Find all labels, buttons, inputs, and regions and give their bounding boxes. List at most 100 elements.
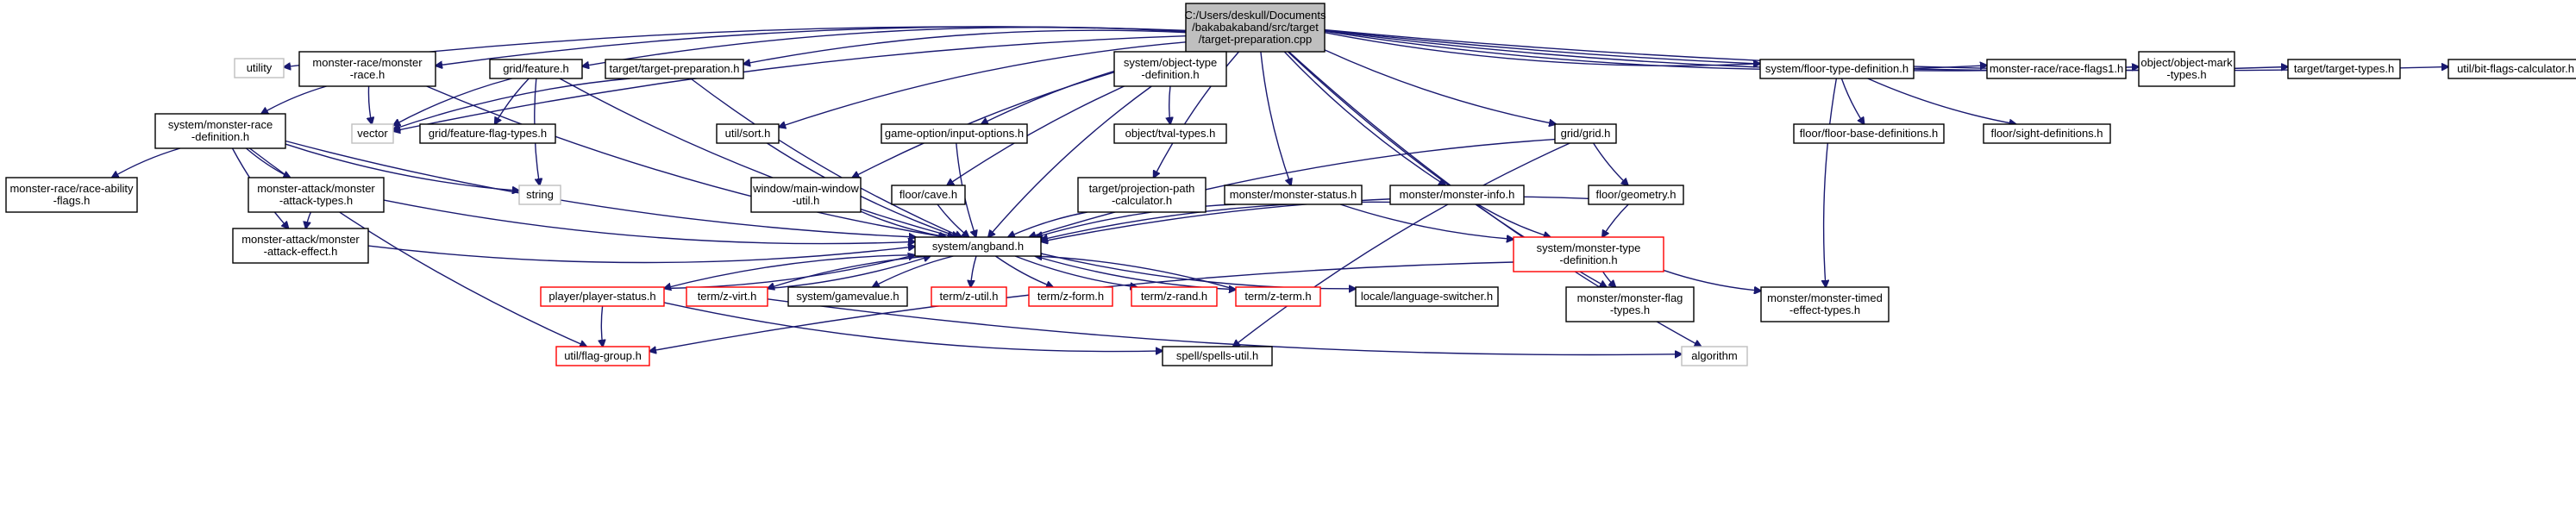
node-box[interactable] bbox=[298, 51, 436, 87]
node-z-form-h[interactable]: term/z-form.h bbox=[1028, 286, 1113, 307]
node-label: -util.h bbox=[793, 194, 820, 207]
node-race-ability-flags-h[interactable]: monster-race/race-ability-flags.h bbox=[5, 177, 138, 213]
node-monster-type-def-h[interactable]: system/monster-type-definition.h bbox=[1513, 236, 1664, 272]
node-label: monster/monster-timed bbox=[1767, 291, 1883, 304]
node-box[interactable] bbox=[914, 236, 1042, 257]
node-tval-types-h[interactable]: object/tval-types.h bbox=[1113, 123, 1227, 144]
node-box[interactable] bbox=[248, 177, 385, 213]
node-label: system/gamevalue.h bbox=[796, 290, 899, 303]
node-box[interactable] bbox=[2287, 59, 2401, 79]
node-z-term-h[interactable]: term/z-term.h bbox=[1235, 286, 1321, 307]
node-object-mark-types-h[interactable]: object/object-mark-types.h bbox=[2138, 51, 2235, 87]
node-box[interactable] bbox=[5, 177, 138, 213]
node-target-types-h[interactable]: target/target-types.h bbox=[2287, 59, 2401, 79]
node-box[interactable] bbox=[555, 346, 650, 366]
node-box[interactable] bbox=[750, 177, 862, 213]
node-bit-flags-calc-h[interactable]: util/bit-flags-calculator.h bbox=[2448, 59, 2576, 79]
edge-monster-type-def-h-to-monster-timed-effect-types-h bbox=[1663, 269, 1761, 291]
node-floor-base-defs-h[interactable]: floor/floor-base-definitions.h bbox=[1793, 123, 1945, 144]
edge-system-angband-h-to-z-rand-h bbox=[1014, 255, 1137, 287]
node-util-sort-h[interactable]: util/sort.h bbox=[716, 123, 780, 144]
node-box[interactable] bbox=[2138, 51, 2235, 87]
node-label: monster/monster-flag bbox=[1577, 291, 1683, 304]
node-language-switcher-h[interactable]: locale/language-switcher.h bbox=[1355, 286, 1499, 307]
node-input-options-h[interactable]: game-option/input-options.h bbox=[881, 123, 1028, 144]
node-box[interactable] bbox=[1389, 185, 1525, 205]
node-monster-flag-types-h[interactable]: monster/monster-flag-types.h bbox=[1565, 286, 1695, 322]
node-box[interactable] bbox=[686, 286, 768, 307]
node-z-rand-h[interactable]: term/z-rand.h bbox=[1131, 286, 1218, 307]
node-box[interactable] bbox=[716, 123, 780, 144]
node-system-object-type-def-h[interactable]: system/object-type-definition.h bbox=[1113, 51, 1227, 87]
node-box[interactable] bbox=[931, 286, 1007, 307]
node-label: vector bbox=[357, 127, 388, 140]
node-system-monster-race-def-h[interactable]: system/monster-race-definition.h bbox=[154, 113, 286, 149]
node-box[interactable] bbox=[1113, 123, 1227, 144]
node-projection-path-calc-h[interactable]: target/projection-path-calculator.h bbox=[1077, 177, 1207, 213]
node-box[interactable] bbox=[881, 123, 1028, 144]
node-monster-attack-types-h[interactable]: monster-attack/monster-attack-types.h bbox=[248, 177, 385, 213]
node-grid-grid-h[interactable]: grid/grid.h bbox=[1554, 123, 1617, 144]
edge-root-to-projection-path-calc-h bbox=[1154, 51, 1240, 178]
edge-system-object-type-def-h-to-tval-types-h bbox=[1169, 85, 1170, 124]
node-monster-status-h[interactable]: monster/monster-status.h bbox=[1224, 185, 1363, 205]
node-box[interactable] bbox=[891, 185, 966, 205]
node-grid-feature-h[interactable]: grid/feature.h bbox=[489, 59, 583, 79]
node-race-flags1-h[interactable]: monster-race/race-flags1.h bbox=[1986, 59, 2127, 79]
node-box[interactable] bbox=[2448, 59, 2576, 79]
node-monster-timed-effect-types-h[interactable]: monster/monster-timed-effect-types.h bbox=[1760, 286, 1890, 322]
node-box[interactable] bbox=[1028, 286, 1113, 307]
node-box[interactable] bbox=[1588, 185, 1684, 205]
node-label: system/monster-race bbox=[168, 118, 273, 131]
node-gamevalue-h[interactable]: system/gamevalue.h bbox=[787, 286, 908, 307]
node-box[interactable] bbox=[1113, 51, 1227, 87]
node-box[interactable] bbox=[540, 286, 665, 307]
node-target-preparation-h[interactable]: target/target-preparation.h bbox=[605, 59, 744, 79]
node-z-util-h[interactable]: term/z-util.h bbox=[931, 286, 1007, 307]
node-feature-flag-types-h[interactable]: grid/feature-flag-types.h bbox=[419, 123, 556, 144]
edge-monster-race-h-to-system-angband-h bbox=[426, 85, 945, 237]
node-box[interactable] bbox=[1355, 286, 1499, 307]
node-box[interactable] bbox=[232, 228, 369, 264]
edge-system-floor-type-def-h-to-sight-defs-h bbox=[1867, 78, 2016, 124]
node-label: term/z-rand.h bbox=[1141, 290, 1207, 303]
node-box[interactable] bbox=[787, 286, 908, 307]
node-floor-geometry-h[interactable]: floor/geometry.h bbox=[1588, 185, 1684, 205]
node-label: system/angband.h bbox=[932, 240, 1024, 253]
node-box[interactable] bbox=[1224, 185, 1363, 205]
node-box[interactable] bbox=[1793, 123, 1945, 144]
node-box[interactable] bbox=[419, 123, 556, 144]
node-main-window-util-h[interactable]: window/main-window-util.h bbox=[750, 177, 862, 213]
node-box[interactable] bbox=[1131, 286, 1218, 307]
node-box[interactable] bbox=[154, 113, 286, 149]
node-system-floor-type-def-h[interactable]: system/floor-type-definition.h bbox=[1759, 59, 1915, 79]
node-label: util/sort.h bbox=[725, 127, 771, 140]
node-sight-defs-h[interactable]: floor/sight-definitions.h bbox=[1983, 123, 2111, 144]
node-label: game-option/input-options.h bbox=[885, 127, 1024, 140]
node-monster-race-h[interactable]: monster-race/monster-race.h bbox=[298, 51, 436, 87]
node-spells-util-h[interactable]: spell/spells-util.h bbox=[1162, 346, 1273, 366]
node-monster-info-h[interactable]: monster/monster-info.h bbox=[1389, 185, 1525, 205]
node-system-angband-h[interactable]: system/angband.h bbox=[914, 236, 1042, 257]
node-box[interactable] bbox=[1759, 59, 1915, 79]
node-flag-group-h[interactable]: util/flag-group.h bbox=[555, 346, 650, 366]
node-box[interactable] bbox=[1565, 286, 1695, 322]
edge-system-floor-type-def-h-to-floor-base-defs-h bbox=[1840, 78, 1864, 124]
node-box[interactable] bbox=[1554, 123, 1617, 144]
node-box[interactable] bbox=[1513, 236, 1664, 272]
node-box[interactable] bbox=[1983, 123, 2111, 144]
node-box[interactable] bbox=[1235, 286, 1321, 307]
node-player-status-h[interactable]: player/player-status.h bbox=[540, 286, 665, 307]
node-box[interactable] bbox=[1760, 286, 1890, 322]
node-floor-cave-h[interactable]: floor/cave.h bbox=[891, 185, 966, 205]
node-z-virt-h[interactable]: term/z-virt.h bbox=[686, 286, 768, 307]
edge-root-to-system-floor-type-def-h bbox=[1324, 32, 1760, 66]
node-box[interactable] bbox=[489, 59, 583, 79]
node-box[interactable] bbox=[605, 59, 744, 79]
node-box[interactable] bbox=[1077, 177, 1207, 213]
node-box[interactable] bbox=[1162, 346, 1273, 366]
edge-floor-cave-h-to-system-angband-h bbox=[937, 203, 969, 237]
node-box[interactable] bbox=[1986, 59, 2127, 79]
node-monster-attack-effect-h[interactable]: monster-attack/monster-attack-effect.h bbox=[232, 228, 369, 264]
node-label: monster/monster-info.h bbox=[1400, 188, 1515, 201]
